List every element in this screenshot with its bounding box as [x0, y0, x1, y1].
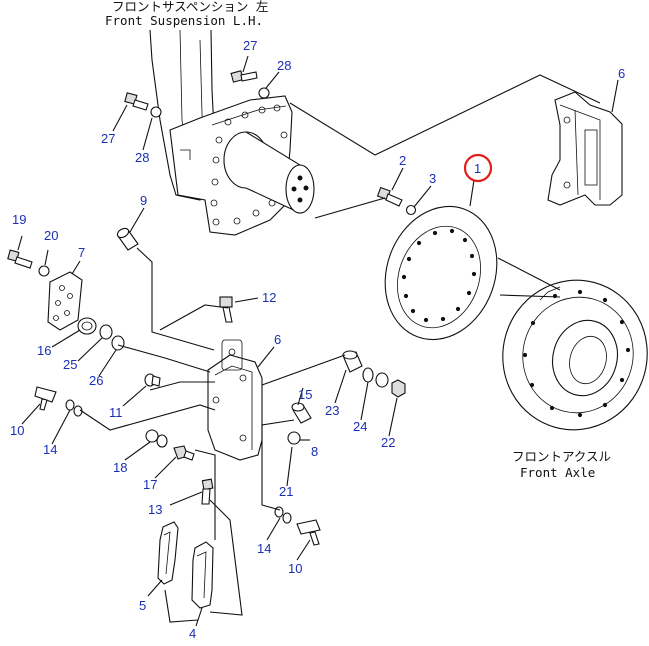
- piston-23: [342, 350, 363, 373]
- callout-2[interactable]: 2: [399, 153, 406, 168]
- bushing-18: [145, 429, 168, 448]
- axle-caption-jp: フロントアクスル: [512, 449, 611, 464]
- brake-pad-5: [157, 521, 179, 585]
- brake-disc: [384, 205, 498, 341]
- callout-10-upper[interactable]: 10: [10, 423, 24, 438]
- callout-15[interactable]: 15: [298, 387, 312, 402]
- piston-16: [77, 317, 97, 335]
- callout-6-caliper[interactable]: 6: [618, 66, 625, 81]
- callout-17[interactable]: 17: [143, 477, 157, 492]
- plug-8: [287, 431, 301, 445]
- callout-20[interactable]: 20: [44, 228, 58, 243]
- brake-pad-4: [191, 541, 214, 609]
- washer-28-upper: [258, 87, 270, 99]
- callout-28-upper[interactable]: 28: [277, 58, 291, 73]
- seal-25: [99, 324, 113, 340]
- callout-12[interactable]: 12: [262, 290, 276, 305]
- callout-1-disc[interactable]: 1: [474, 161, 481, 176]
- callout-23[interactable]: 23: [325, 403, 339, 418]
- axle-caption-en: Front Axle: [520, 465, 595, 480]
- washer-20: [38, 265, 50, 277]
- bolt-27-left: [124, 92, 149, 111]
- suspension-caption-jp: フロントサスペンション 左: [112, 0, 268, 14]
- washer-3: [405, 204, 417, 216]
- nut-22: [391, 379, 406, 398]
- callout-27-upper[interactable]: 27: [243, 38, 257, 53]
- callout-22[interactable]: 22: [381, 435, 395, 450]
- bolt-13: [201, 478, 214, 505]
- ring-26: [111, 335, 125, 351]
- callout-3[interactable]: 3: [429, 171, 436, 186]
- callout-19[interactable]: 19: [12, 212, 26, 227]
- callout-5[interactable]: 5: [139, 598, 146, 613]
- callout-21[interactable]: 21: [279, 484, 293, 499]
- cap-14-upper: [65, 399, 83, 417]
- bolt-19: [7, 249, 33, 269]
- front-axle-hub: [502, 279, 648, 431]
- callout-11[interactable]: 11: [109, 405, 123, 420]
- callout-labels: 27 28 27 28 6 1 2 3 9 19 20 7 12 6 16 25…: [10, 38, 625, 641]
- highlight-circle: [463, 153, 493, 183]
- ring-24b: [375, 372, 389, 388]
- callout-10-lower[interactable]: 10: [288, 561, 302, 576]
- callout-9[interactable]: 9: [140, 193, 147, 208]
- callout-25[interactable]: 25: [63, 357, 77, 372]
- bolt-27-upper: [230, 70, 258, 83]
- callout-28-left[interactable]: 28: [135, 150, 149, 165]
- callout-16[interactable]: 16: [37, 343, 51, 358]
- lower-caliper-body: [207, 339, 263, 461]
- suspension-caption-en: Front Suspension L.H.: [105, 13, 263, 28]
- callout-7[interactable]: 7: [78, 245, 85, 260]
- callout-27-left[interactable]: 27: [101, 131, 115, 146]
- pin-15: [291, 402, 312, 424]
- brake-caliper: [547, 91, 623, 206]
- callout-24[interactable]: 24: [353, 419, 367, 434]
- plate-7: [47, 271, 83, 331]
- pin-9: [116, 227, 139, 251]
- bolt-2: [376, 186, 403, 207]
- front-suspension-knuckle: [149, 29, 315, 236]
- callout-6-body[interactable]: 6: [274, 332, 281, 347]
- callout-13[interactable]: 13: [148, 502, 162, 517]
- leader-lines: [17, 55, 619, 627]
- plug-11: [144, 373, 161, 387]
- callout-18[interactable]: 18: [113, 460, 127, 475]
- seal-24: [362, 367, 374, 383]
- callout-8[interactable]: 8: [311, 444, 318, 459]
- callout-14-lower[interactable]: 14: [257, 541, 271, 556]
- bolt-12: [219, 296, 233, 323]
- washer-28-left: [150, 106, 162, 118]
- bleeder-10-upper: [34, 386, 57, 411]
- callout-26[interactable]: 26: [89, 373, 103, 388]
- callout-4[interactable]: 4: [189, 626, 196, 641]
- callout-14-upper[interactable]: 14: [43, 442, 57, 457]
- fitting-17: [173, 445, 195, 461]
- bleeder-10-lower: [296, 519, 321, 546]
